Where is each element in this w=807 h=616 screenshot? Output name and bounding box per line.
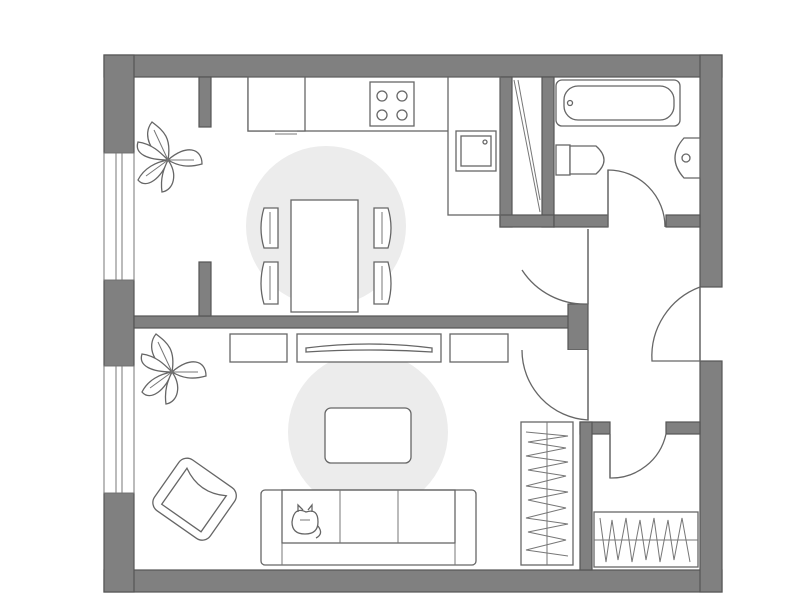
clothes-rack <box>593 511 699 568</box>
dining-chairs <box>260 207 392 305</box>
sink <box>455 130 497 172</box>
doors <box>521 169 701 479</box>
sofa <box>260 489 477 566</box>
kitchen <box>247 76 541 216</box>
dining-table <box>290 199 359 313</box>
toilet <box>555 144 605 176</box>
windows <box>103 152 135 494</box>
bathtub <box>555 79 681 127</box>
living-room <box>152 333 509 566</box>
fridge <box>247 76 306 132</box>
dining-set <box>260 199 392 313</box>
stove <box>369 81 415 127</box>
washbasin <box>674 137 701 179</box>
tv-console <box>229 333 509 363</box>
bathroom <box>555 79 701 179</box>
shoe-rack <box>520 421 574 566</box>
cat <box>291 503 322 539</box>
armchair <box>152 457 237 541</box>
plant <box>136 121 203 193</box>
plant <box>140 333 207 405</box>
walls <box>103 54 723 593</box>
coffee-table <box>324 407 412 464</box>
